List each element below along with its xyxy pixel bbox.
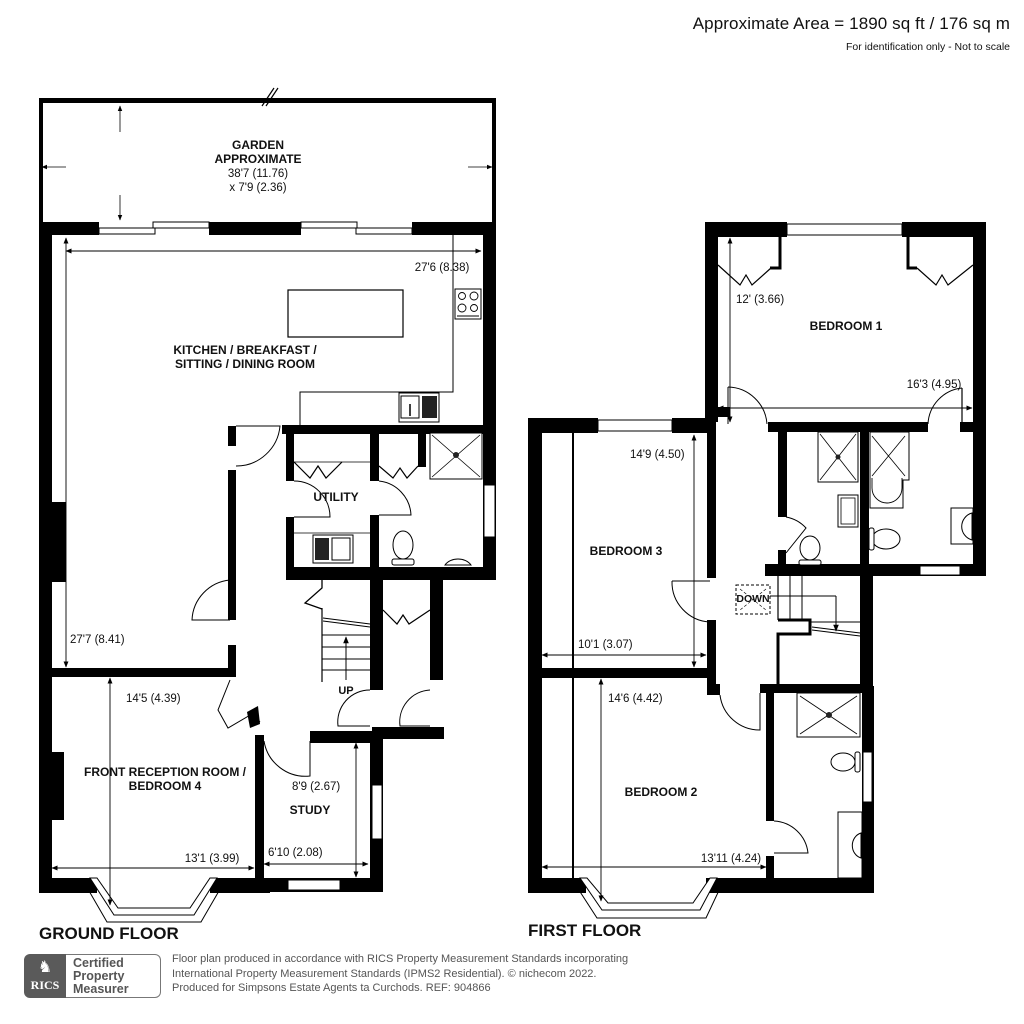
bath-icon [869, 431, 910, 509]
bathrooms [765, 431, 986, 577]
bedroom1-name: BEDROOM 1 [810, 319, 883, 333]
kitchen-fittings: 27'6 (8.38) 27'7 (8.41) KITCHEN / BREAKF… [63, 235, 482, 668]
shower-tray-icon [429, 432, 483, 480]
bedroom3-width-dim: 10'1 (3.07) [578, 639, 633, 651]
kitchen-sink-icon [398, 392, 440, 423]
bedroom-2: 14'6 (4.42) 13'11 (4.24) BEDROOM 2 [528, 678, 874, 919]
ensuite-basin-icon [837, 494, 859, 528]
first-floor-label: FIRST FLOOR [528, 921, 641, 940]
bedroom1-width-dim: 16'3 (4.95) [907, 379, 962, 391]
hall-stairs: UP [217, 575, 444, 739]
bathroom-basin-icon [950, 507, 974, 545]
reception-name: FRONT RECEPTION ROOM / [84, 765, 247, 779]
ground-floor-plan: GARDEN APPROXIMATE 38'7 (11.76) x 7'9 (2… [39, 87, 496, 943]
shower-room-tray-icon [796, 692, 861, 738]
study-name: STUDY [290, 803, 331, 817]
first-floor-plan: 12' (3.66) 16'3 (4.95) BEDROOM 1 [528, 222, 986, 940]
garden-area: GARDEN APPROXIMATE 38'7 (11.76) x 7'9 (2… [39, 87, 496, 226]
kitchen-width-dim: 27'6 (8.38) [415, 262, 470, 274]
kitchen-door-swing [235, 425, 281, 467]
badge-line-1: Certified [73, 956, 124, 970]
footer-disclaimer: Floor plan produced in accordance with R… [172, 952, 628, 996]
shower-room-basin-icon [837, 811, 863, 879]
shower-room-toilet-icon [830, 751, 861, 773]
approximate-area: Approximate Area = 1890 sq ft / 176 sq m [692, 14, 1010, 33]
kitchen-length-dim: 27'7 (8.41) [70, 634, 125, 646]
bathroom-toilet-icon [868, 527, 901, 551]
bedroom3-length-dim: 14'9 (4.50) [630, 449, 685, 461]
toilet-icon [391, 530, 415, 566]
rics-lion-icon: ♞ [37, 959, 53, 976]
utility-name: UTILITY [313, 490, 358, 504]
basin-icon [444, 558, 472, 566]
stairs-up-label: UP [338, 685, 353, 697]
rics-logo-text: RICS [30, 978, 60, 992]
landing-stairs: DOWN [707, 576, 873, 731]
reception-length-dim: 14'5 (4.39) [126, 693, 181, 705]
bedroom2-length-dim: 14'6 (4.42) [608, 693, 663, 705]
bedroom2-width-dim: 13'11 (4.24) [701, 853, 761, 865]
bedroom1-length-dim: 12' (3.66) [736, 294, 784, 306]
utility-wc-block: UTILITY [282, 425, 496, 580]
study-width-dim: 6'10 (2.08) [268, 847, 323, 859]
rear-wall [39, 221, 496, 235]
area-header: Approximate Area = 1890 sq ft / 176 sq m… [693, 14, 1010, 53]
study-room: 8'9 (2.67) 6'10 (2.08) STUDY [255, 731, 383, 892]
kitchen-island [287, 289, 404, 338]
kitchen-name: KITCHEN / BREAKFAST / [173, 343, 317, 357]
ground-outer-walls [39, 222, 496, 892]
bedroom2-name: BEDROOM 2 [625, 785, 698, 799]
ground-floor-label: GROUND FLOOR [39, 924, 179, 943]
garden-dim-length: 38'7 (11.76) [228, 168, 288, 180]
rics-logo: ♞ RICS [24, 954, 66, 998]
badge-line-2: Property [73, 969, 125, 983]
kitchen-name-2: SITTING / DINING ROOM [175, 357, 315, 371]
footer-text-line-1: Floor plan produced in accordance with R… [172, 953, 629, 965]
bedroom3-name: BEDROOM 3 [590, 544, 663, 558]
footer-text-line-3: Produced for Simpsons Estate Agents ta C… [172, 982, 491, 994]
kitchen-hall-door [191, 579, 231, 621]
badge-line-3: Measurer [73, 982, 129, 996]
utility-sink-icon [312, 534, 354, 564]
ensuite-toilet-icon [798, 535, 822, 566]
garden-dim-width: x 7'9 (2.36) [229, 182, 286, 194]
ensuite-shower-icon [817, 431, 859, 483]
garden-name: GARDEN [232, 138, 284, 152]
reception-name-2: BEDROOM 4 [129, 779, 202, 793]
stairs-down-label: DOWN [736, 593, 769, 605]
hob-icon [454, 288, 482, 320]
bedroom-1: 12' (3.66) 16'3 (4.95) BEDROOM 1 [705, 222, 986, 432]
footer-text-line-2: International Property Measurement Stand… [172, 967, 597, 980]
front-reception-room: 14'5 (4.39) 13'1 (3.99) FRONT RECEPTION … [39, 677, 270, 923]
study-length-dim: 8'9 (2.67) [292, 781, 340, 793]
footer: ♞ RICS Certified Property Measurer Floor… [20, 950, 700, 1002]
certified-measurer-badge: Certified Property Measurer [66, 954, 161, 998]
bedroom-3: 14'9 (4.50) 10'1 (3.07) BEDROOM 3 [528, 418, 716, 893]
scale-disclaimer: For identification only - Not to scale [846, 41, 1010, 53]
garden-name-approx: APPROXIMATE [214, 152, 301, 166]
reception-width-dim: 13'1 (3.99) [185, 853, 240, 865]
